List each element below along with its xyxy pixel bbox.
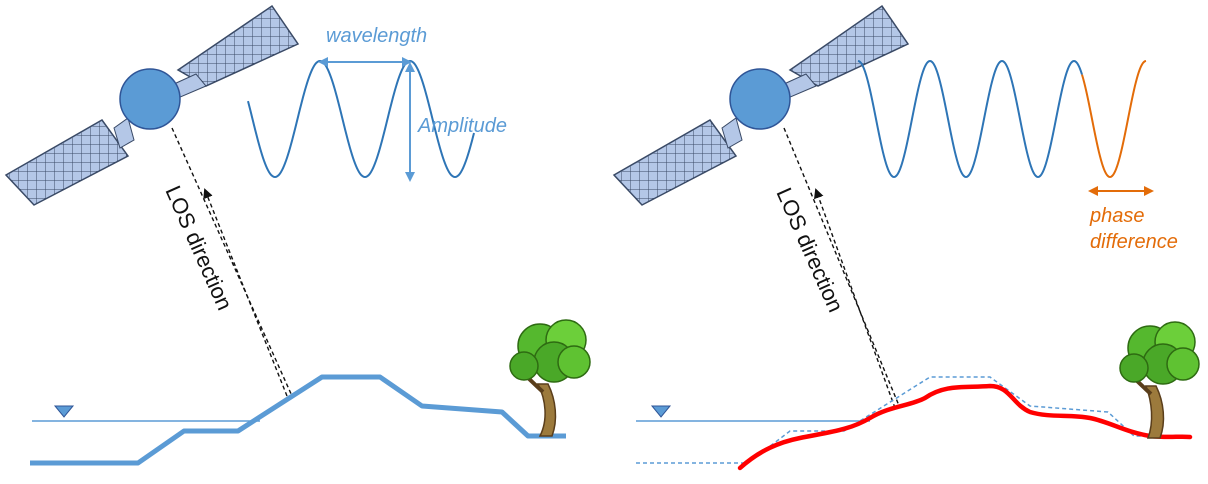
phase-label-line1: phase [1089, 205, 1145, 227]
right-panel: phase difference LOS direction [612, 4, 1200, 471]
left-panel: wavelength Amplitude LOS direction [4, 4, 591, 466]
tree-icon [1119, 321, 1200, 439]
water-level-icon [636, 405, 870, 422]
los-label-right: LOS direction [771, 184, 848, 316]
wavelength-label: wavelength [326, 25, 427, 47]
terrain-profile-left [30, 374, 566, 466]
los-label-left: LOS direction [160, 182, 237, 314]
wave-right [857, 59, 1083, 179]
wave-left [247, 59, 475, 179]
terrain-deformed [737, 383, 1193, 471]
amplitude-label: Amplitude [417, 115, 507, 137]
water-level-icon [32, 405, 260, 422]
satellite-icon [4, 4, 300, 206]
satellite-icon [612, 4, 910, 206]
los-lines-right [783, 127, 901, 409]
phase-label-line2: difference [1090, 231, 1178, 253]
wave-phase-shift [1081, 60, 1147, 179]
los-lines-left [171, 127, 293, 397]
tree-icon [509, 319, 591, 437]
terrain-original-dashed [636, 376, 1176, 464]
